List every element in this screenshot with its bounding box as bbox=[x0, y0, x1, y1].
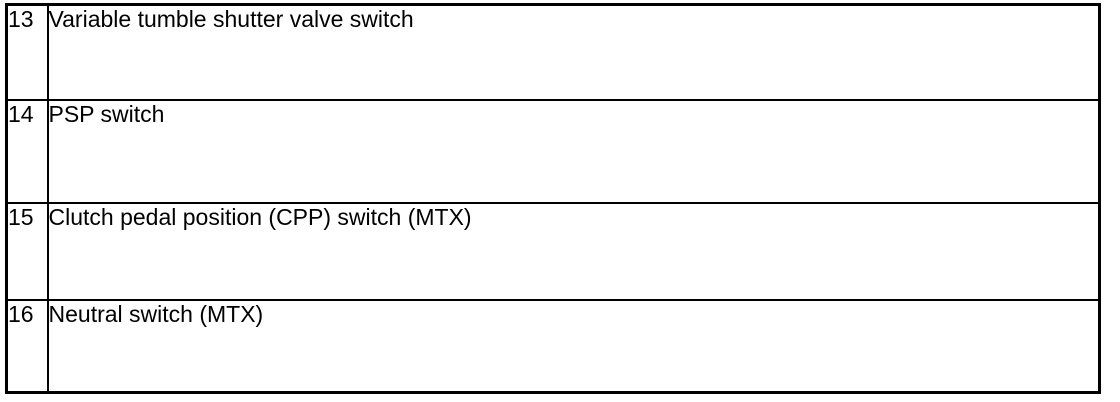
row-index-cell: 16 bbox=[6, 299, 49, 393]
component-list-table: 13 Variable tumble shutter valve switch … bbox=[5, 3, 1101, 394]
row-index-cell: 13 bbox=[6, 4, 49, 101]
table-row: 13 Variable tumble shutter valve switch bbox=[6, 4, 1100, 101]
table-row: 14 PSP switch bbox=[6, 100, 1100, 204]
table-body: 13 Variable tumble shutter valve switch … bbox=[6, 4, 1100, 393]
row-index-cell: 15 bbox=[6, 203, 49, 300]
table-row: 15 Clutch pedal position (CPP) switch (M… bbox=[6, 203, 1100, 300]
row-description-cell: Clutch pedal position (CPP) switch (MTX) bbox=[47, 203, 1100, 300]
row-description-cell: Neutral switch (MTX) bbox=[47, 299, 1100, 393]
row-description-cell: PSP switch bbox=[47, 100, 1100, 204]
row-index-cell: 14 bbox=[6, 100, 49, 204]
table-row: 16 Neutral switch (MTX) bbox=[6, 299, 1100, 393]
row-description-cell: Variable tumble shutter valve switch bbox=[47, 4, 1100, 101]
